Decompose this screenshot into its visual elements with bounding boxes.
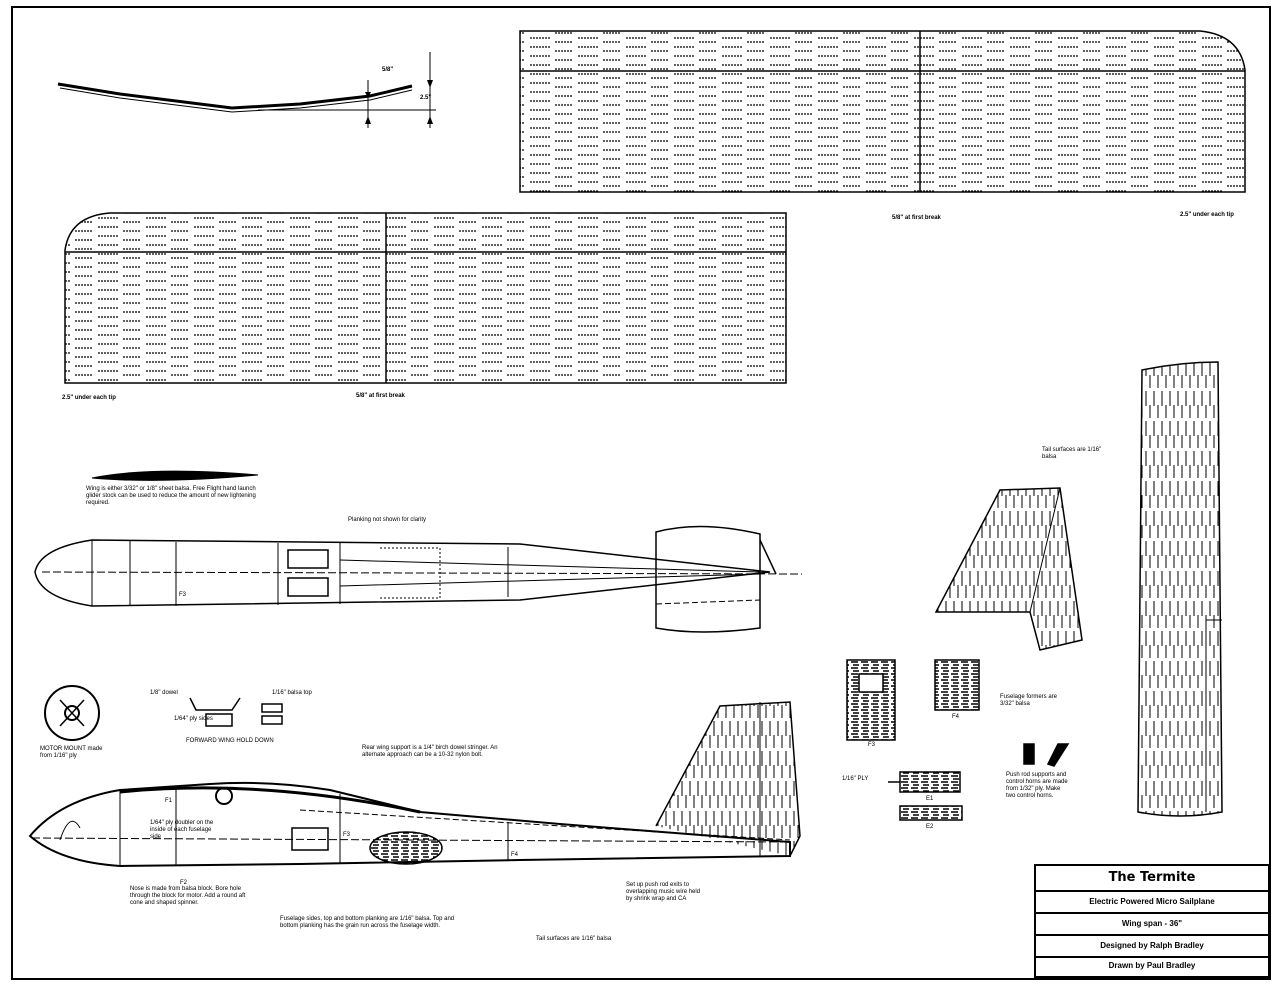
fuselage-sides-note: Fuselage sides, top and bottom planking … bbox=[280, 916, 455, 929]
wing-hold-down-note: FORWARD WING HOLD DOWN bbox=[186, 738, 274, 744]
part-label-e1: E1 bbox=[926, 796, 934, 802]
pushrod-support-parts bbox=[1023, 743, 1070, 767]
stabilizer-part bbox=[1137, 361, 1223, 817]
dihedral-diagram bbox=[57, 52, 436, 128]
dihedral-rise-label: 5/8" bbox=[382, 67, 394, 73]
former-parts bbox=[846, 659, 980, 741]
tail-surfaces-note-bottom: Tail surfaces are 1/16" balsa bbox=[536, 936, 612, 942]
part-label-e2: E2 bbox=[926, 824, 934, 830]
wing-span-label: Wing span - 36" bbox=[1036, 914, 1268, 936]
left-first-break-label: 5/8" at first break bbox=[356, 393, 405, 399]
left-tip-label: 2.5" under each tip bbox=[62, 395, 116, 401]
part-label-f4: F4 bbox=[952, 714, 960, 720]
plan-subtitle: Electric Powered Micro Sailplane bbox=[1036, 892, 1268, 914]
nose-block-note: Nose is made from balsa block. Bore hole… bbox=[130, 886, 246, 906]
drafter-label: Drawn by Paul Bradley bbox=[1108, 961, 1196, 970]
designer-label: Designed by Ralph Bradley bbox=[1036, 936, 1268, 958]
motor-mount-part bbox=[44, 685, 100, 741]
balsa-top-note: 1/16" balsa top bbox=[272, 690, 312, 696]
motor-mount-note: MOTOR MOUNT made from 1/16" ply bbox=[40, 746, 103, 759]
part-label-f1: F1 bbox=[165, 798, 173, 804]
airfoil-section bbox=[91, 470, 259, 481]
wing-panel-right bbox=[519, 30, 1246, 193]
plan-title: The Termite bbox=[1036, 866, 1268, 892]
fuselage-side-view bbox=[28, 701, 801, 868]
dowel-note: 1/8" dowel bbox=[150, 690, 178, 696]
part-label-f3: F3 bbox=[868, 742, 876, 748]
planking-note: Planking not shown for clarity bbox=[348, 517, 427, 523]
part-label-f3-side: F3 bbox=[343, 832, 351, 838]
ply-label: 1/16" PLY bbox=[842, 776, 869, 782]
fin-part bbox=[934, 487, 1083, 651]
wing-hold-down-part bbox=[189, 697, 283, 727]
ply-sides-note: 1/64" ply sides bbox=[174, 716, 213, 722]
formers-note: Fuselage formers are 3/32" balsa bbox=[1000, 694, 1058, 707]
right-tip-label: 2.5" under each tip bbox=[1180, 212, 1234, 218]
tail-surfaces-note: Tail surfaces are 1/16" balsa bbox=[1042, 447, 1102, 460]
rear-wing-support-note: Rear wing support is a 1/4" birch dowel … bbox=[362, 745, 498, 758]
fuselage-top-view bbox=[34, 525, 803, 633]
sheet-border bbox=[11, 6, 1271, 980]
airfoil-note: Wing is either 3/32" or 1/8" sheet balsa… bbox=[86, 486, 256, 506]
ply-doubler-note: 1/64" ply doubler on the inside of each … bbox=[150, 820, 214, 840]
part-label-f4-side: F4 bbox=[511, 852, 519, 858]
ply-parts bbox=[888, 771, 963, 821]
dihedral-tip-label: 2.5" bbox=[420, 95, 432, 101]
part-label-f2: F2 bbox=[180, 880, 188, 886]
title-block: The Termite Electric Powered Micro Sailp… bbox=[1034, 864, 1270, 978]
wing-panel-left bbox=[64, 212, 787, 384]
right-first-break-label: 5/8" at first break bbox=[892, 215, 941, 221]
pushrod-supports-note: Push rod supports and control horns are … bbox=[1006, 772, 1068, 799]
part-label-f3-bottom: F3 bbox=[179, 592, 187, 598]
pushrod-note: Set up push rod exits to overlapping mus… bbox=[626, 882, 701, 902]
